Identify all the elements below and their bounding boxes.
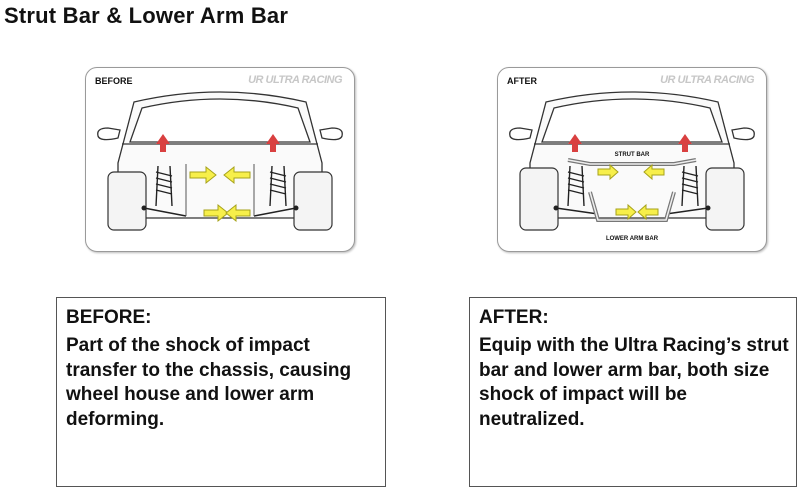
right-wheel (705, 167, 745, 231)
left-wheel (107, 171, 147, 231)
after-panel-label: AFTER (507, 76, 537, 86)
before-text: Part of the shock of impact transfer to … (66, 335, 352, 430)
yellow-arrows (597, 163, 665, 221)
after-description-box: AFTER: Equip with the Ultra Racing’s str… (469, 297, 797, 487)
ultra-racing-logo: UR ULTRA RACING (660, 74, 754, 86)
after-heading: AFTER: (479, 307, 549, 328)
before-heading: BEFORE: (66, 307, 152, 328)
force-arrows (156, 134, 280, 152)
left-wheel (519, 167, 559, 231)
before-panel-label: BEFORE (95, 76, 133, 86)
before-car-diagram (97, 91, 343, 231)
force-arrows (568, 134, 692, 152)
before-diagram-panel: BEFORE UR ULTRA RACING (85, 67, 355, 252)
before-description-box: BEFORE: Part of the shock of impact tran… (56, 297, 386, 487)
page-title: Strut Bar & Lower Arm Bar (4, 3, 289, 28)
strut-bar-label: STRUT BAR (615, 152, 650, 158)
right-wheel (293, 171, 333, 231)
yellow-arrows (189, 165, 251, 223)
after-text: Equip with the Ultra Racing’s strut bar … (479, 335, 789, 430)
after-diagram-panel: STRUT BAR LOWER ARM BAR AFTER UR ULTRA R… (497, 67, 767, 252)
after-car-diagram: STRUT BAR LOWER ARM BAR (509, 91, 755, 242)
lower-arm-bar-label: LOWER ARM BAR (606, 236, 659, 242)
ultra-racing-logo: UR ULTRA RACING (248, 74, 342, 86)
